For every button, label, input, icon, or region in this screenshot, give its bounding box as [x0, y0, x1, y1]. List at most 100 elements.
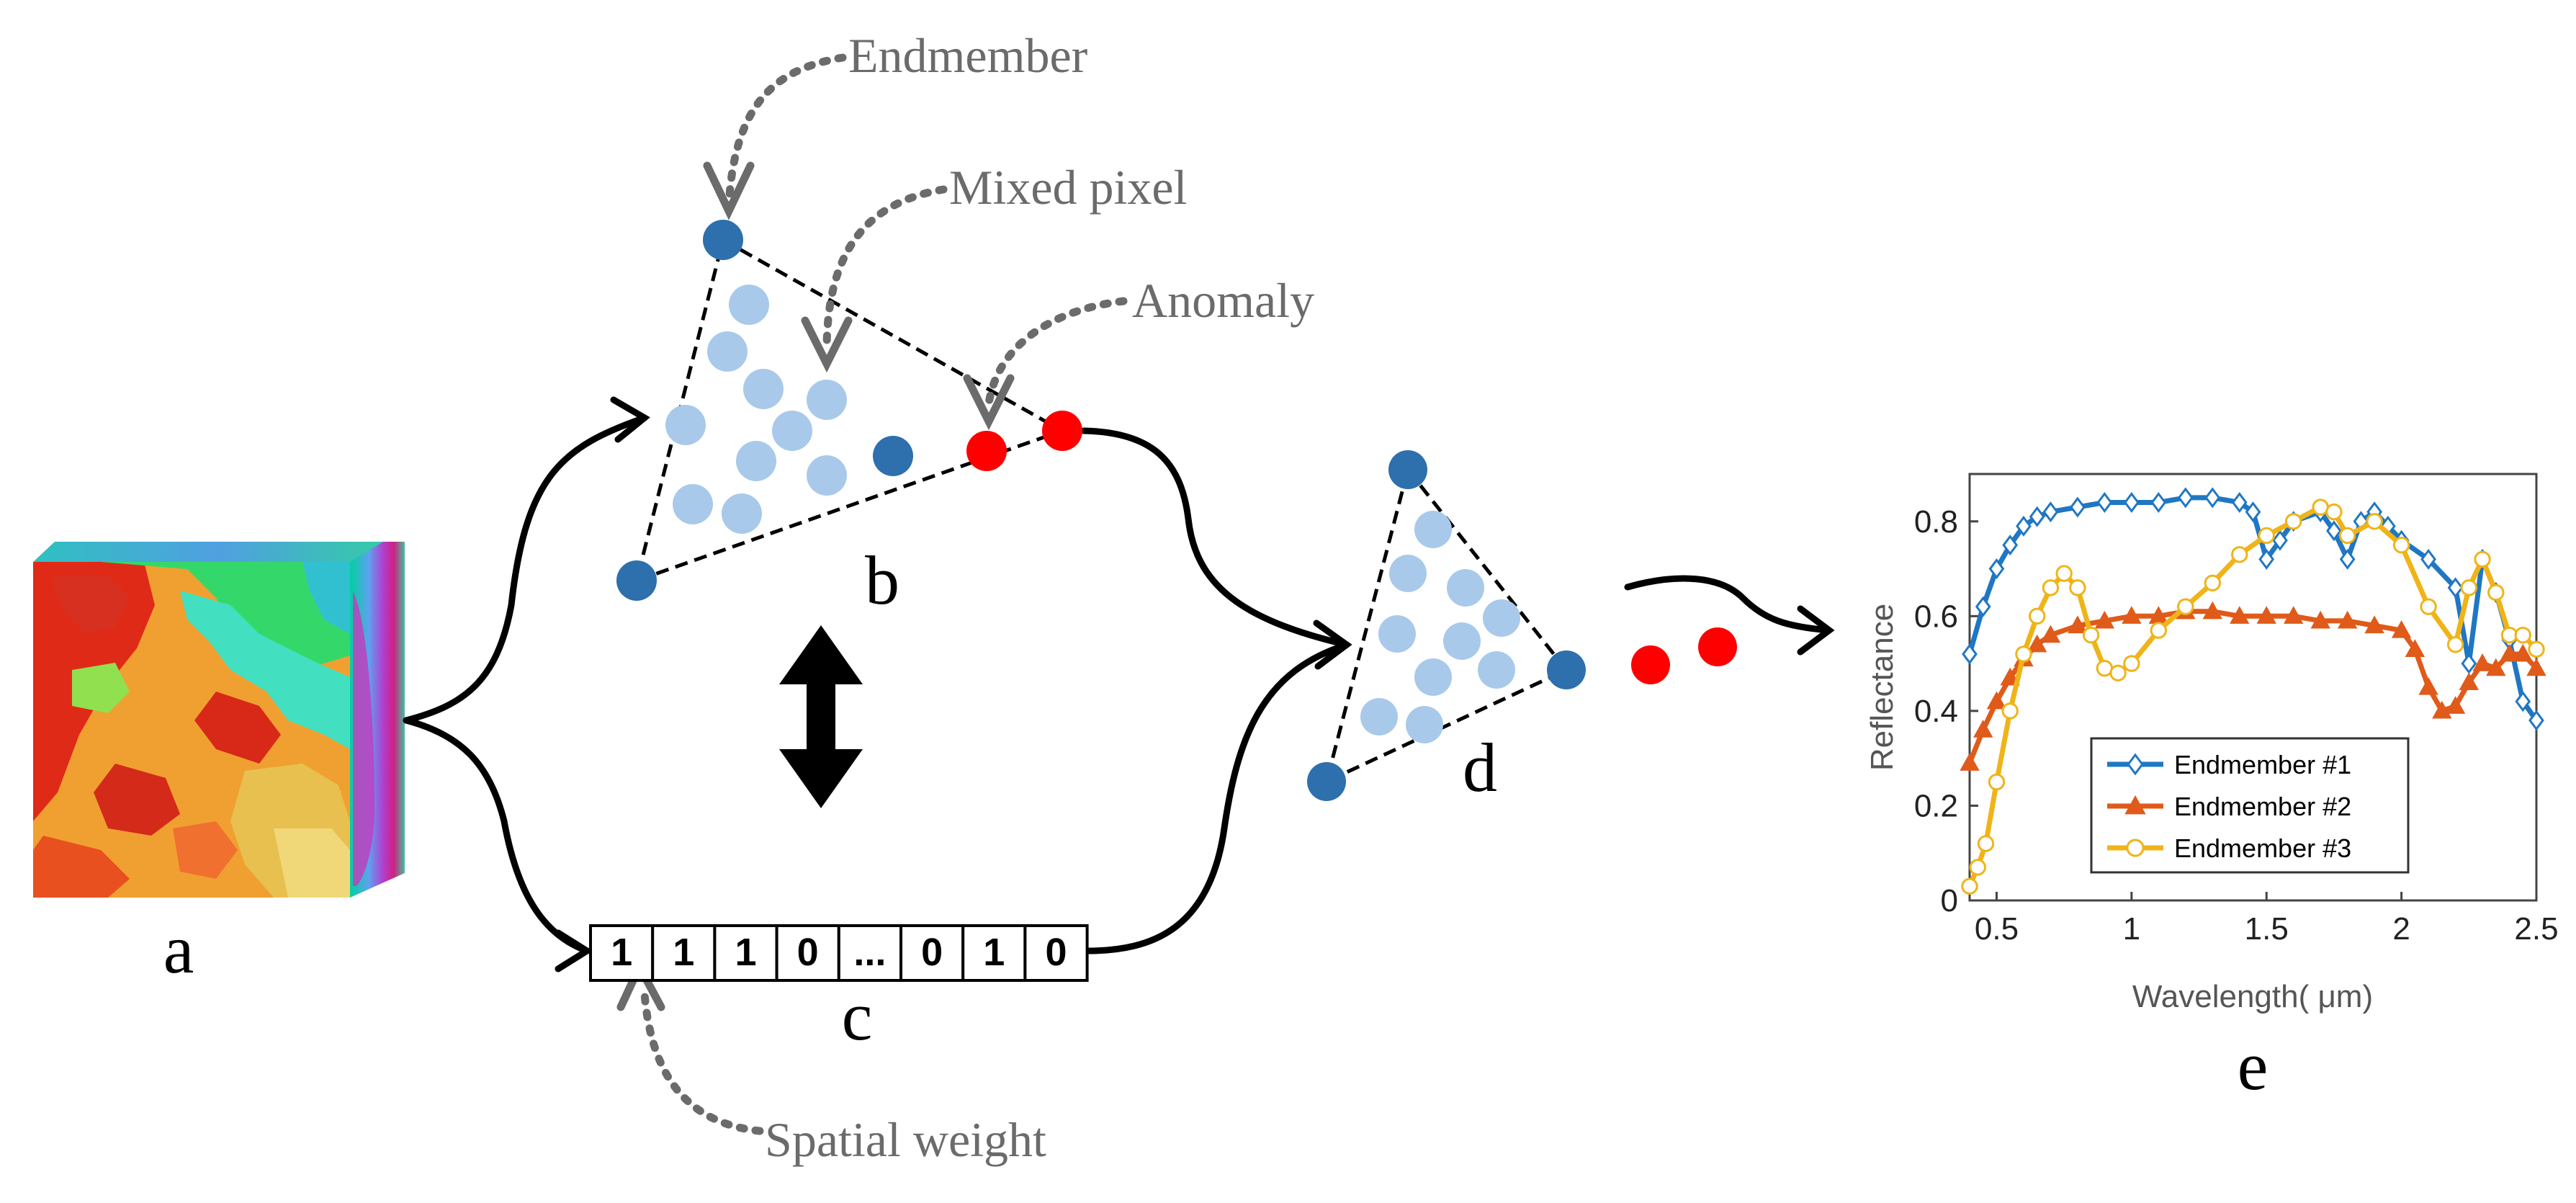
data-point [2445, 696, 2466, 714]
chart-series [1960, 487, 2546, 895]
legend-item: Endmember #1 [2107, 750, 2351, 779]
data-point [2002, 535, 2019, 556]
mixed-pixel-point [707, 331, 748, 372]
data-point [1962, 643, 1978, 665]
weight-cell-box [713, 924, 778, 982]
legend-item: Endmember #2 [2107, 792, 2351, 821]
endmember-point [873, 436, 913, 476]
data-point [2000, 667, 2020, 686]
data-point [2339, 548, 2356, 570]
weight-cell: 1 [961, 924, 1027, 982]
data-point [2069, 579, 2086, 596]
mixed-pixel-point [673, 484, 713, 524]
endmember-pointer-head [703, 161, 755, 220]
mixed-pixel-point [1447, 569, 1484, 607]
data-point [2258, 527, 2275, 545]
data-point [2514, 626, 2531, 644]
endmember-point [1388, 450, 1427, 489]
anomaly-pointer-head [963, 374, 1015, 431]
arrow-c-to-d [1084, 641, 1350, 954]
mixed-pixel-point [807, 380, 847, 420]
weight-cell-box [775, 924, 840, 982]
data-point [2366, 513, 2383, 530]
weight-cell-value: 1 [983, 931, 1005, 974]
data-point [2109, 664, 2127, 681]
legend-label: Endmember #2 [2174, 792, 2351, 821]
data-point [1977, 835, 1995, 852]
data-point [2325, 503, 2343, 521]
endmember-annotation: Endmember [848, 28, 1088, 83]
data-point [2420, 548, 2436, 570]
data-point [1973, 720, 1993, 738]
anomaly-pointer [984, 297, 1128, 408]
data-point [2432, 700, 2452, 719]
legend-marker [2124, 795, 2146, 815]
data-point [2337, 610, 2358, 629]
data-point [2338, 527, 2356, 545]
data-point [2256, 606, 2276, 624]
data-point [2446, 636, 2464, 653]
data-point [1988, 558, 2005, 580]
spatial-weight-annotation: Spatial weight [765, 1112, 1046, 1167]
weight-cell-value: 1 [735, 931, 756, 974]
data-point [2231, 546, 2248, 563]
spatial-weight-pointer [640, 990, 764, 1135]
data-point [2420, 598, 2437, 615]
data-point [2391, 620, 2412, 638]
data-point [2528, 710, 2544, 731]
mixed-pixel-point [665, 405, 706, 445]
endmember-point [1307, 762, 1346, 801]
anomaly-annotation: Anomaly [1132, 273, 1314, 328]
series-2 [1960, 601, 2546, 771]
data-point [2123, 655, 2140, 672]
mixed-pixel-point [722, 493, 762, 534]
data-point [2460, 579, 2478, 596]
weight-cell-value: 0 [921, 931, 943, 974]
cube-front-face [33, 562, 350, 898]
weight-cell-value: 1 [611, 931, 632, 974]
mixed-pixel-point [1360, 698, 1398, 735]
data-point [2487, 583, 2505, 602]
data-point [2068, 615, 2088, 634]
data-point [2123, 491, 2140, 513]
data-point [2177, 487, 2194, 509]
data-point [2499, 643, 2520, 662]
flow-arrows [403, 396, 1835, 972]
mixed-pixel-point [1414, 511, 1452, 548]
data-point [2015, 645, 2032, 663]
endmember-point [703, 220, 743, 260]
arrowhead-a-to-c [555, 929, 593, 972]
mixed-pixel-pointer-head [801, 316, 853, 373]
data-point [2447, 577, 2464, 599]
mixed-pixel-point [1406, 706, 1443, 743]
cube-top-face [33, 542, 405, 562]
arrow-a-to-b [403, 414, 648, 724]
y-tick-label: 0.4 [1914, 694, 1958, 729]
data-point [2094, 610, 2115, 629]
anomaly-point [1631, 645, 1670, 684]
data-point [2284, 606, 2304, 624]
arrowhead-a-to-b [610, 396, 650, 443]
mixed-pixel-point [807, 455, 847, 496]
data-point [2202, 601, 2222, 620]
mixed-pixel-point [772, 411, 812, 451]
data-point [2150, 622, 2168, 639]
weight-cell: ... [837, 924, 903, 982]
x-tick-label: 2 [2392, 911, 2410, 947]
endmember-point [616, 560, 657, 601]
data-point [2245, 501, 2261, 523]
data-point [2513, 643, 2533, 662]
data-point [2405, 639, 2425, 657]
data-point [1986, 691, 2007, 710]
weight-cell-value: 0 [797, 931, 819, 974]
chart-xlabel: Wavelength( μm) [2132, 979, 2373, 1014]
data-point [2096, 491, 2113, 513]
data-point [1975, 596, 1991, 617]
series-3 [1961, 498, 2545, 895]
mixed-pixel-annotation: Mixed pixel [949, 160, 1188, 215]
data-point [2204, 574, 2221, 591]
data-point [2231, 491, 2248, 513]
data-point [2150, 491, 2167, 513]
arrow-d-to-e [1624, 575, 1833, 634]
data-point [2418, 676, 2438, 695]
